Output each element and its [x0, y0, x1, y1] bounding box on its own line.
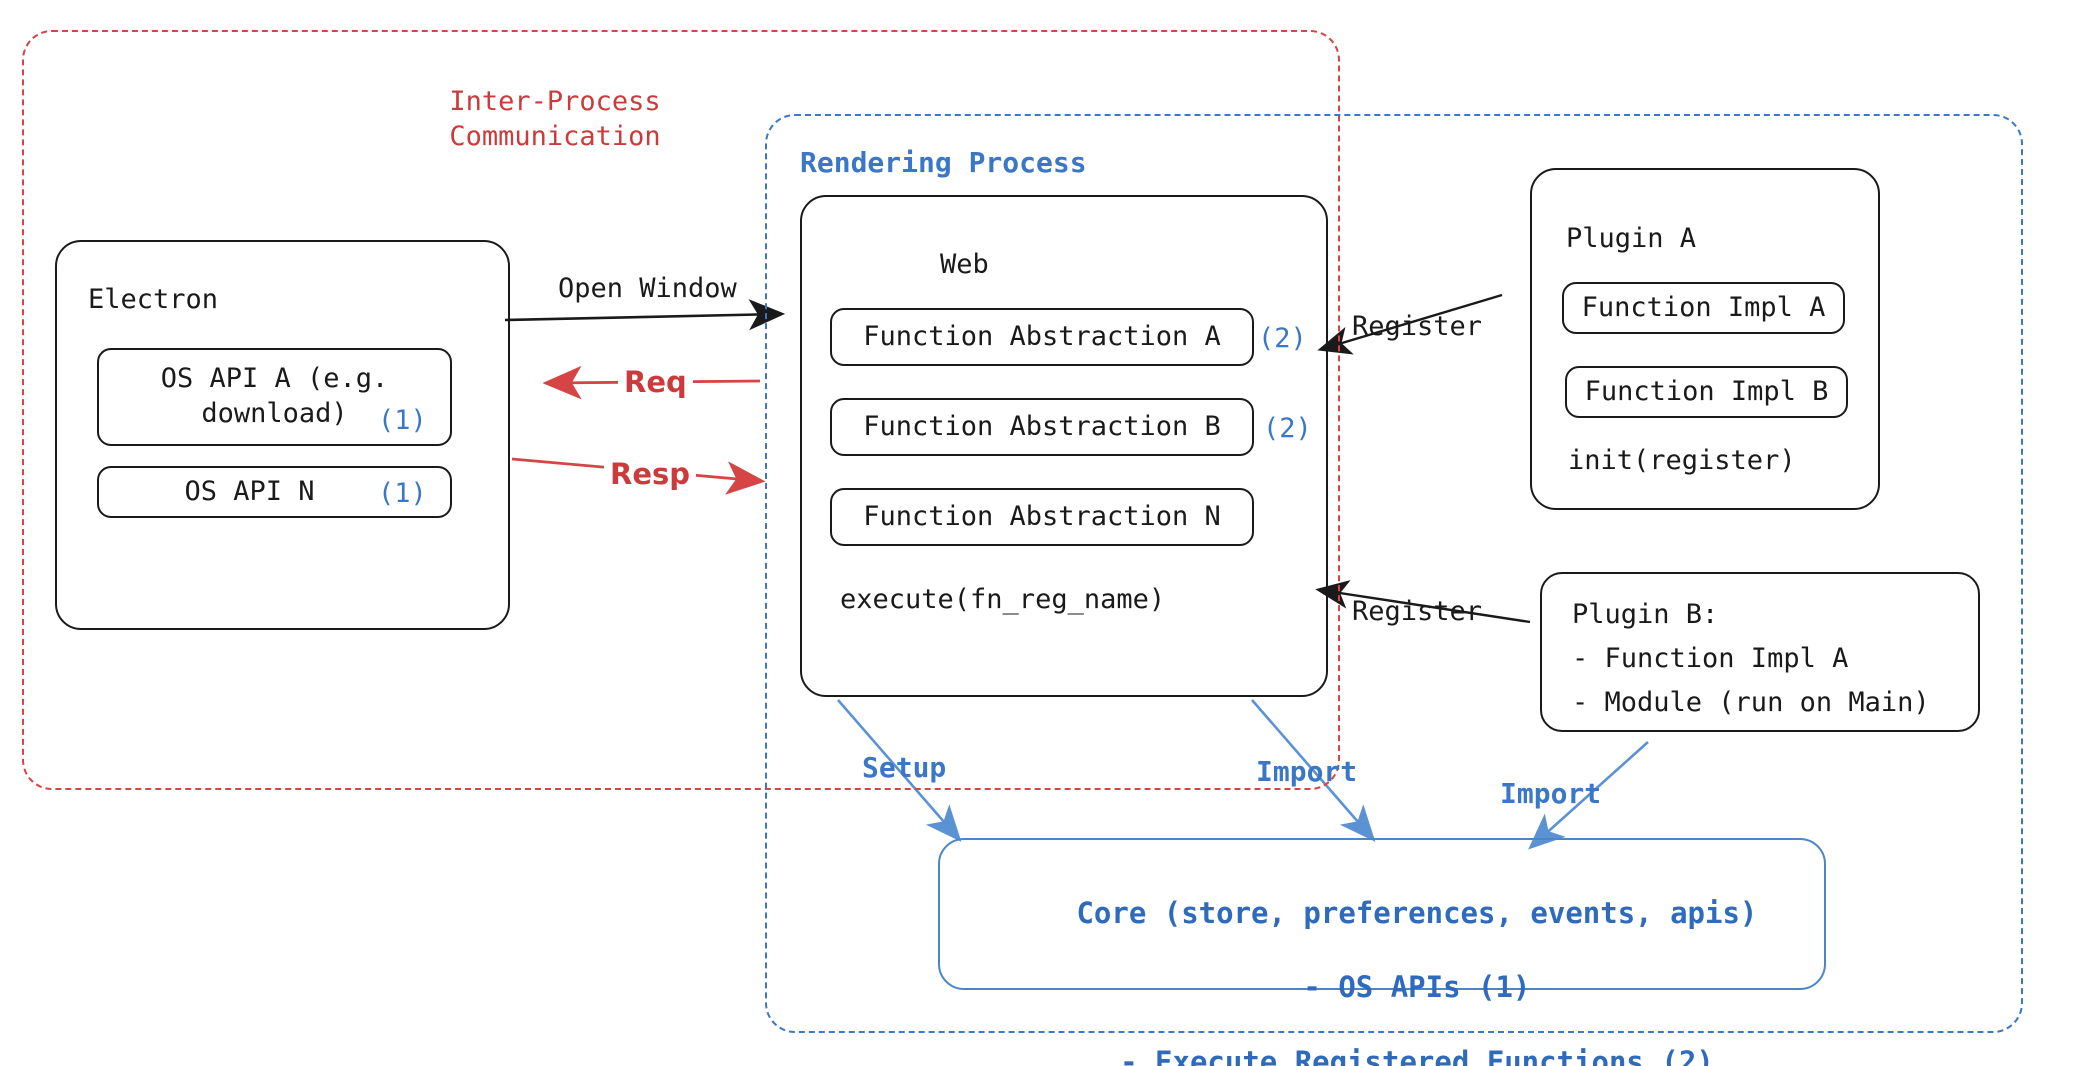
function-abstraction-b-marker: (2)	[1263, 413, 1312, 444]
core-box	[938, 838, 1826, 990]
os-api-a-marker: (1)	[378, 405, 427, 436]
plugin-a-impl-a-box[interactable]: Function Impl A	[1562, 282, 1845, 334]
plugin-a-init-label: init(register)	[1568, 445, 1796, 476]
function-abstraction-b-label: Function Abstraction B	[863, 410, 1221, 442]
edge-label-open-window: Open Window	[558, 273, 737, 304]
edge-label-register-bottom: Register	[1352, 596, 1483, 627]
web-execute-label: execute(fn_reg_name)	[840, 584, 1166, 615]
function-abstraction-n-box[interactable]: Function Abstraction N	[830, 488, 1254, 546]
os-api-a-line2: download)	[201, 398, 348, 429]
os-api-a-box[interactable]: OS API A (e.g.download)	[97, 348, 452, 446]
function-abstraction-n-label: Function Abstraction N	[863, 500, 1221, 532]
web-title: Web	[940, 249, 989, 280]
os-api-a-line1: OS API A (e.g.	[160, 363, 389, 395]
function-abstraction-a-box[interactable]: Function Abstraction A	[830, 308, 1254, 366]
function-abstraction-a-marker: (2)	[1258, 323, 1307, 354]
os-api-n-box[interactable]: OS API N	[97, 466, 452, 518]
edge-label-resp: Resp	[604, 456, 697, 494]
rendering-process-label: Rendering Process	[800, 146, 1087, 179]
web-box	[800, 195, 1328, 697]
os-api-n-label: OS API N	[184, 475, 315, 507]
ipc-label-line2: Communication	[449, 120, 661, 152]
electron-title: Electron	[88, 284, 219, 315]
edge-label-register-top: Register	[1352, 311, 1483, 342]
ipc-group-boundary	[22, 30, 1340, 790]
plugin-a-impl-a-label: Function Impl A	[1581, 291, 1826, 323]
plugin-b-title: Plugin B:	[1572, 599, 1719, 630]
ipc-label-line1: Inter-Process	[449, 86, 661, 117]
core-text: Core (store, preferences, events, apis) …	[938, 858, 1826, 1066]
plugin-b-item-1: - Module (run on Main)	[1572, 687, 1930, 718]
os-api-a-label: OS API A (e.g.download)	[161, 362, 389, 431]
function-abstraction-b-box[interactable]: Function Abstraction B	[830, 398, 1254, 456]
rendering-process-boundary	[765, 114, 2023, 1033]
core-line-2: - OS APIs (1)	[1303, 970, 1531, 1005]
plugin-a-title: Plugin A	[1566, 223, 1697, 254]
plugin-b-box	[1540, 572, 1980, 732]
edge-label-setup: Setup	[862, 751, 947, 784]
edge-label-import-left: Import	[1256, 755, 1358, 788]
plugin-a-impl-b-label: Function Impl B	[1584, 375, 1829, 407]
core-line-3: - Execute Registered Functions (2)	[1120, 1044, 1714, 1066]
plugin-a-box	[1530, 168, 1880, 510]
core-line-1: Core (store, preferences, events, apis)	[1076, 896, 1758, 931]
electron-box	[55, 240, 510, 630]
plugin-b-item-0: - Function Impl A	[1572, 643, 1849, 674]
plugin-a-impl-b-box[interactable]: Function Impl B	[1565, 366, 1848, 418]
os-api-n-marker: (1)	[378, 478, 427, 509]
edge-label-import-right: Import	[1500, 777, 1602, 810]
edge-label-req: Req	[618, 364, 693, 402]
function-abstraction-a-label: Function Abstraction A	[863, 320, 1221, 352]
